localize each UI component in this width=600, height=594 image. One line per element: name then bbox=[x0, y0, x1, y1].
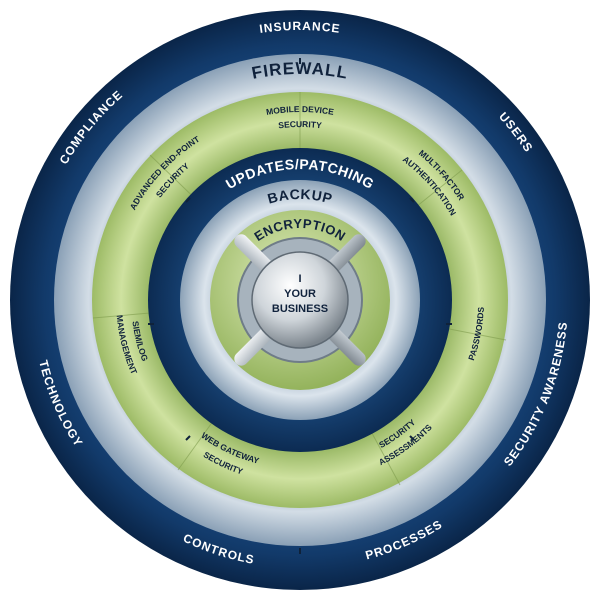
label-insurance: INSURANCE bbox=[258, 19, 341, 36]
center-line-3: BUSINESS bbox=[272, 303, 328, 315]
label-mobile-device-2: SECURITY bbox=[278, 119, 323, 130]
label-backup: BACKUP bbox=[266, 186, 335, 207]
center-line-2: YOUR bbox=[284, 288, 316, 300]
lock-knob bbox=[251, 251, 349, 349]
label-firewall: FIREWALL bbox=[250, 59, 350, 83]
ring-ticks bbox=[148, 58, 452, 554]
center-line-1: I bbox=[298, 273, 301, 285]
label-mobile-device-1: MOBILE DEVICE bbox=[265, 104, 335, 117]
